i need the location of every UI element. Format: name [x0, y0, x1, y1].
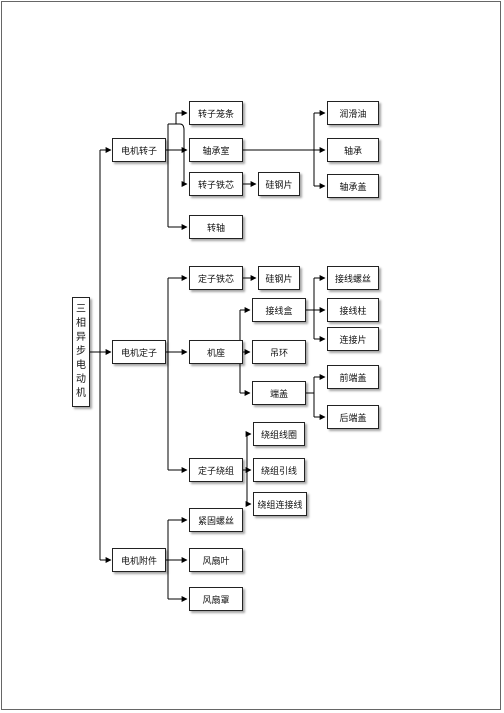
- node-accessory: 电机附件: [112, 548, 166, 572]
- node-stator-core: 定子铁芯: [189, 266, 243, 290]
- node-rotor-core: 转子铁芯: [189, 172, 243, 196]
- node-rotor-silicon-steel: 硅钢片: [258, 172, 300, 196]
- root-char: 机: [76, 388, 86, 399]
- node-rotor-cage: 转子笼条: [189, 101, 243, 125]
- node-junction-box: 接线盒: [252, 298, 306, 322]
- node-bearing-cover: 轴承盖: [327, 174, 379, 198]
- wire-rotor-hop: [168, 123, 185, 184]
- node-bearing-chamber: 轴承室: [189, 138, 243, 162]
- root-char: 步: [76, 346, 86, 357]
- root-char: 动: [76, 374, 86, 385]
- node-terminal-post: 接线柱: [327, 298, 379, 322]
- node-rear-end-cover: 后端盖: [327, 405, 379, 429]
- node-winding-coil: 绕组线圈: [253, 422, 305, 446]
- node-terminal-screw: 接线螺丝: [327, 266, 379, 290]
- node-fastening-screw: 紧固螺丝: [189, 508, 243, 532]
- node-stator-winding: 定子绕组: [189, 458, 243, 482]
- node-stator: 电机定子: [112, 340, 166, 364]
- root-char: 三: [76, 304, 86, 315]
- node-fan-blade: 风扇叶: [189, 548, 243, 572]
- node-frame: 机座: [189, 340, 243, 364]
- node-shaft: 转轴: [189, 215, 243, 239]
- node-bearing: 轴承: [327, 138, 379, 162]
- node-end-cover: 端盖: [252, 381, 306, 405]
- wire-to-rotor-cage: [175, 113, 187, 124]
- node-front-end-cover: 前端盖: [327, 365, 379, 389]
- node-connecting-plate: 连接片: [327, 327, 379, 351]
- node-fan-cover: 风扇罩: [189, 587, 243, 611]
- node-winding-connection: 绕组连接线: [253, 492, 307, 516]
- root-char: 电: [76, 360, 86, 371]
- node-rotor: 电机转子: [112, 138, 166, 162]
- node-stator-silicon-steel: 硅钢片: [258, 266, 300, 290]
- node-lifting-ring: 吊环: [252, 340, 306, 364]
- node-grease: 润滑油: [327, 101, 379, 125]
- root-char: 相: [76, 318, 86, 329]
- root-char: 异: [76, 332, 86, 343]
- node-winding-lead: 绕组引线: [253, 458, 305, 482]
- root-node: 三 相 异 步 电 动 机: [72, 297, 90, 407]
